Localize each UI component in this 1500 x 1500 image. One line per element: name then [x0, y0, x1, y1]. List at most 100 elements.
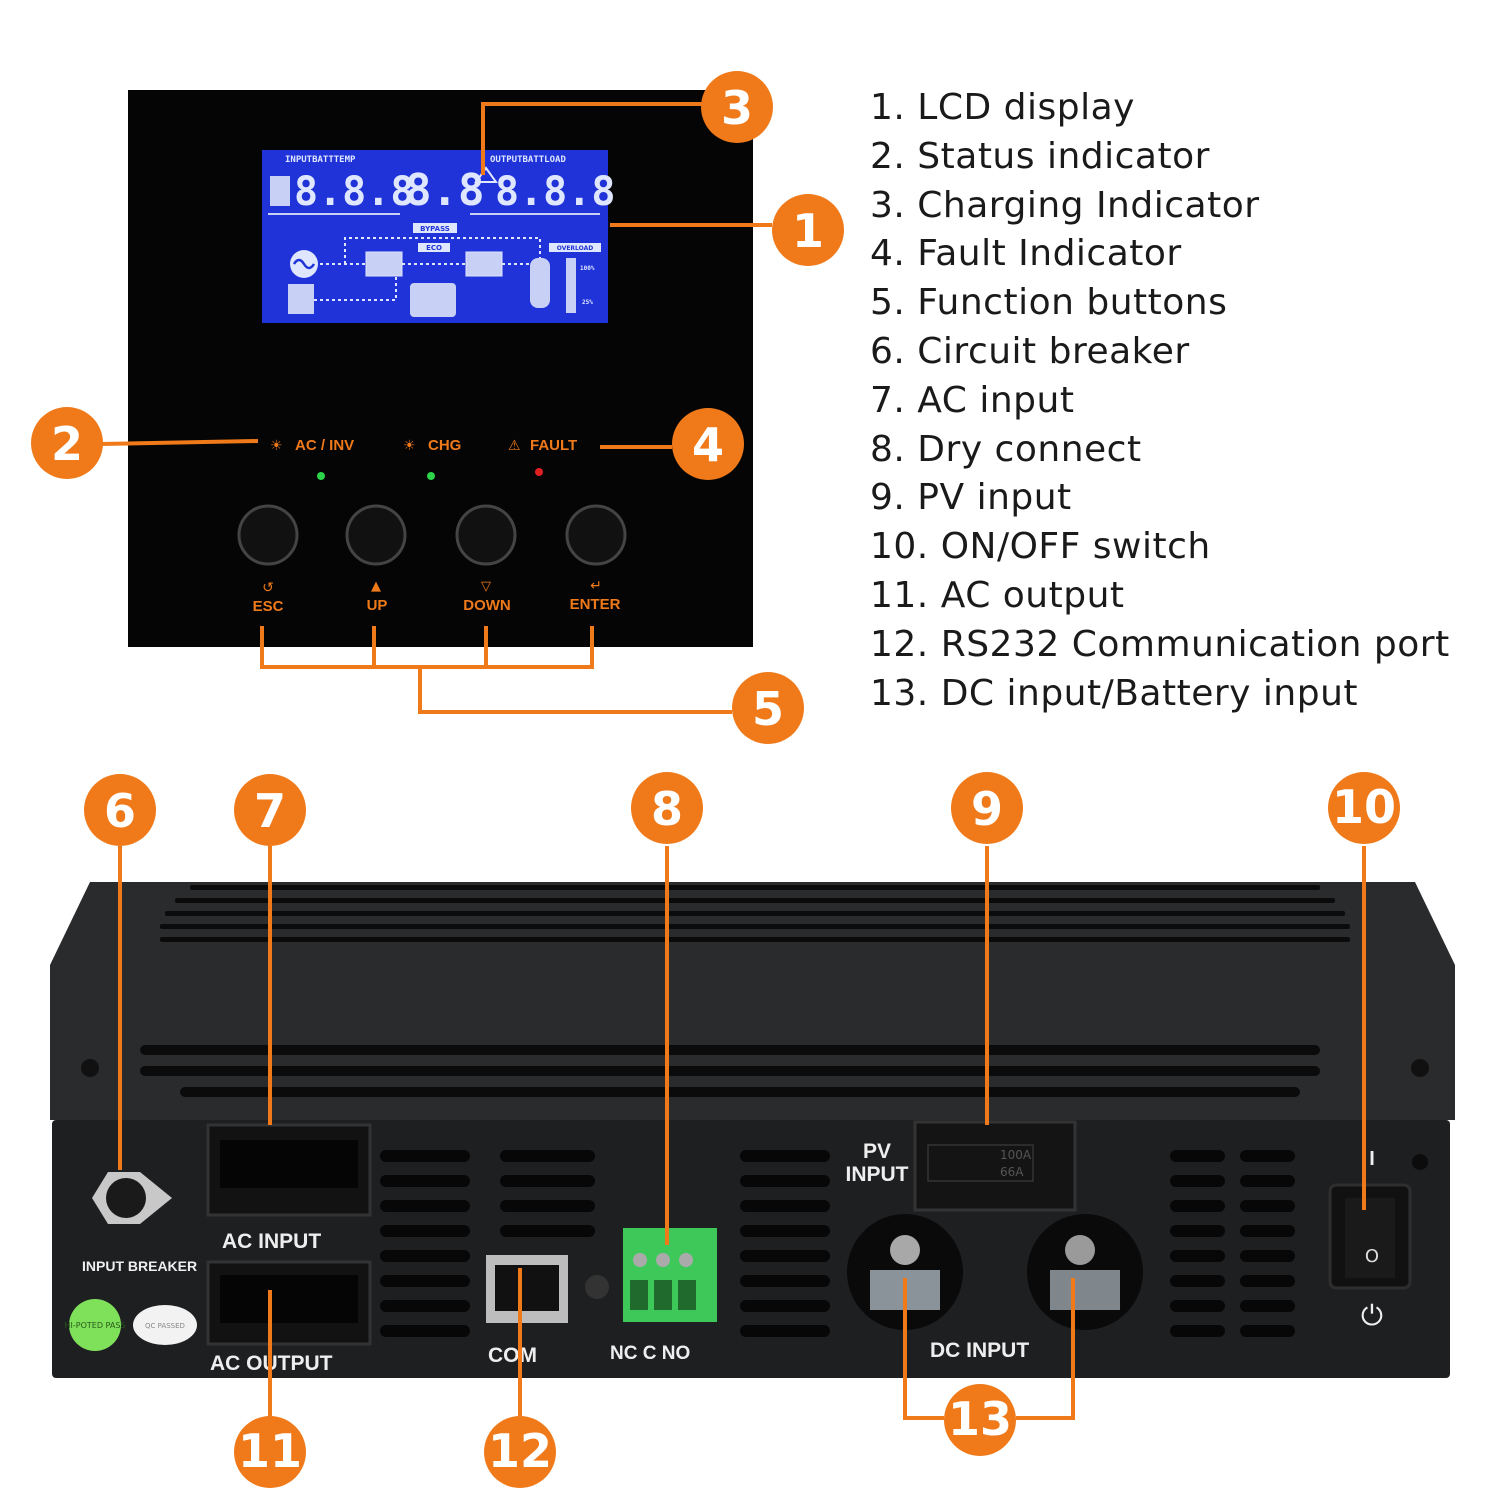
sun-icon: ☀: [403, 438, 416, 454]
ac-input-label: AC INPUT: [222, 1230, 321, 1253]
led-chg: [427, 472, 435, 480]
callout-11: 11: [234, 1416, 306, 1488]
screw-icon: [1412, 1154, 1428, 1170]
lcd-right-digits: 8.8.8: [495, 169, 615, 215]
indicator-chg-label: CHG: [428, 437, 461, 454]
up-arrow-icon: ▲: [371, 579, 381, 594]
callout-1: 1: [772, 194, 844, 266]
lcd-input-header: INPUTBATTTEMP: [285, 155, 356, 165]
lcd-load-25: 25%: [582, 299, 593, 306]
enter-button[interactable]: [565, 504, 627, 566]
legend-item: 7. AC input: [870, 379, 1075, 421]
led-fault: [535, 468, 543, 476]
hipot-sticker-text: HI-POTED PASS: [65, 1321, 126, 1330]
qc-sticker: [133, 1305, 197, 1345]
callout-9: 9: [951, 772, 1023, 844]
legend-item: 3. Charging Indicator: [870, 184, 1260, 226]
load-level-icon: [566, 258, 576, 313]
screw-icon: [1411, 1059, 1429, 1077]
legend-item: 2. Status indicator: [870, 135, 1210, 177]
inverter-icon: [365, 251, 403, 277]
function-buttons: ↺ ▲ ▽ ↵ ESC UP DOWN ENTER: [237, 504, 627, 615]
led-ac-inv: [317, 472, 325, 480]
lcd-eco: ECO: [426, 244, 442, 252]
down-arrow-icon: ▽: [481, 579, 491, 594]
callout-7: 7: [234, 774, 306, 846]
esc-label: ESC: [253, 598, 284, 615]
down-button[interactable]: [455, 504, 517, 566]
svg-text:10: 10: [1332, 780, 1396, 834]
callout-12: 12: [484, 1416, 556, 1488]
lcd-load-100: 100%: [580, 265, 595, 272]
pv-rating-1: 100A: [1000, 1148, 1032, 1162]
input-breaker-label: INPUT BREAKER: [82, 1258, 197, 1274]
svg-text:11: 11: [238, 1424, 302, 1478]
solar-panel-icon: [288, 284, 314, 314]
screw-icon: [81, 1059, 99, 1077]
lcd-bypass: BYPASS: [420, 225, 450, 233]
lcd-center-digits: 8.8: [405, 165, 484, 216]
status-indicators: ☀ AC / INV ☀ CHG ⚠ FAULT: [270, 437, 577, 480]
callout-8: 8: [631, 772, 703, 844]
lcd-left-digits: 8.8.8: [294, 169, 414, 215]
callout-10: 10: [1328, 772, 1400, 844]
svg-text:13: 13: [948, 1392, 1012, 1446]
return-icon: ↺: [262, 580, 274, 596]
legend-item: 13. DC input/Battery input: [870, 672, 1359, 714]
sun-icon: ☀: [270, 438, 283, 454]
enter-arrow-icon: ↵: [590, 578, 602, 594]
svg-text:4: 4: [692, 418, 724, 472]
legend-item: 8. Dry connect: [870, 428, 1142, 470]
pv-input-label-line1: PV: [863, 1140, 891, 1163]
callout-13: 13: [944, 1384, 1016, 1456]
qc-sticker-text: QC PASSED: [145, 1322, 185, 1330]
svg-text:3: 3: [721, 81, 753, 135]
legend-item: 10. ON/OFF switch: [870, 526, 1211, 568]
legend-item: 1. LCD display: [870, 87, 1135, 128]
indicator-ac-inv-label: AC / INV: [295, 437, 354, 454]
esc-button[interactable]: [237, 504, 299, 566]
com-label: COM: [488, 1344, 537, 1367]
switch-off-mark: O: [1365, 1246, 1379, 1267]
indicator-fault-label: FAULT: [530, 437, 577, 454]
down-label: DOWN: [463, 597, 511, 614]
legend-item: 12. RS232 Communication port: [870, 623, 1450, 665]
lcd-output-header: OUTPUTBATTLOAD: [490, 155, 566, 165]
dc-input-label: DC INPUT: [930, 1339, 1029, 1362]
up-label: UP: [367, 597, 388, 614]
pv-rating-2: 66A: [1000, 1165, 1024, 1179]
lcd-overload: OVERLOAD: [557, 245, 593, 252]
front-panel: INPUTBATTTEMP OUTPUTBATTLOAD 8.8.8 8.8 8…: [128, 90, 753, 647]
svg-text:1: 1: [792, 204, 824, 258]
legend-item: 6. Circuit breaker: [870, 330, 1190, 372]
callout-5: 5: [732, 672, 804, 744]
enter-label: ENTER: [570, 596, 621, 613]
svg-text:9: 9: [971, 782, 1003, 836]
pv-input-label-line2: INPUT: [846, 1163, 909, 1186]
power-icon: ⏻: [1361, 1299, 1383, 1332]
svg-text:7: 7: [254, 784, 286, 838]
callout-badges: 1 2 3 4 5 6 7 8 9 10 11 12 13: [31, 71, 1400, 1488]
screw-icon: [585, 1275, 609, 1299]
svg-text:2: 2: [51, 417, 83, 471]
legend-item: 5. Function buttons: [870, 282, 1228, 324]
pv-input-port[interactable]: [913, 1120, 1077, 1212]
warning-icon: ⚠: [508, 438, 521, 454]
hipot-sticker: [69, 1299, 121, 1351]
legend-item: 4. Fault Indicator: [870, 233, 1182, 275]
callout-lines: [99, 102, 1366, 1420]
battery-icon: [410, 283, 456, 317]
svg-text:12: 12: [488, 1424, 552, 1478]
svg-text:6: 6: [104, 784, 136, 838]
callout-2: 2: [31, 407, 103, 479]
up-button[interactable]: [345, 504, 407, 566]
rear-panel: INPUT BREAKER HI-POTED PASS QC PASSED AC…: [50, 882, 1455, 1378]
callout-3: 3: [701, 71, 773, 143]
svg-text:5: 5: [752, 682, 784, 736]
load-bulb-icon: [530, 258, 550, 308]
feature-legend: 1. LCD display 2. Status indicator 3. Ch…: [870, 84, 1450, 718]
converter-icon: [465, 251, 503, 277]
switch-on-mark: I: [1369, 1148, 1375, 1170]
callout-6: 6: [84, 774, 156, 846]
